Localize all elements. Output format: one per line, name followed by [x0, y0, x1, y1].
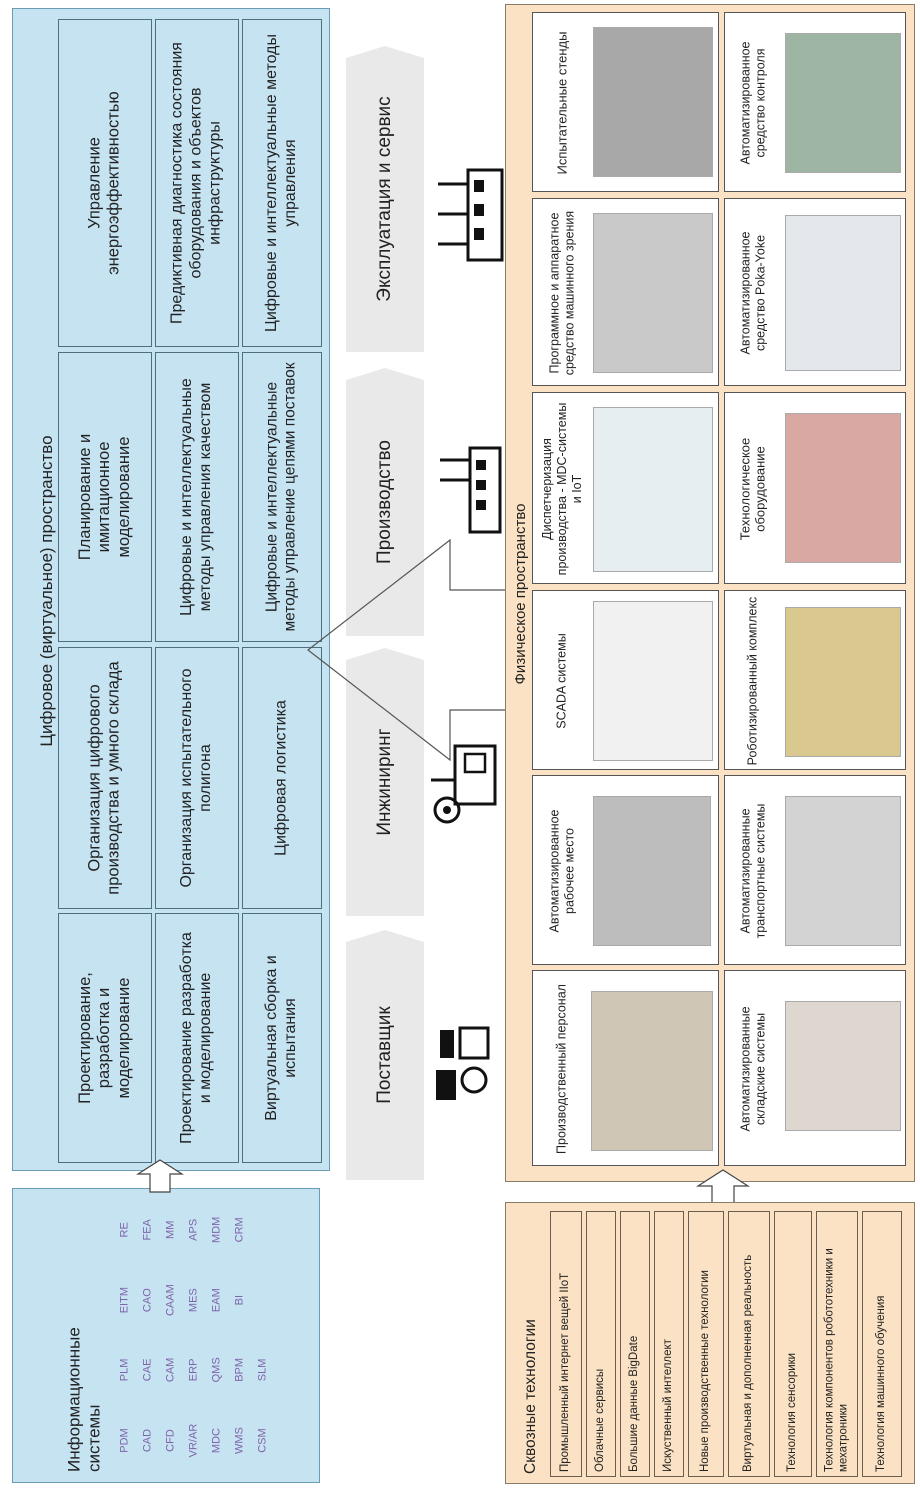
- scada-diagram: [593, 601, 713, 761]
- cross-tech-label: Новые производственные технологии: [699, 1270, 712, 1472]
- digital-cell-predictive: Предиктивная диагностика состояния обору…: [155, 19, 239, 347]
- info-systems-title: Информационные системы: [64, 1326, 104, 1472]
- digital-cell-energy: Управление энергоэффективностью: [58, 19, 152, 347]
- info-system-item: APS: [187, 1218, 200, 1241]
- tile-test-stands: Испытательные стенды: [532, 12, 719, 192]
- workstation-photo: [593, 796, 711, 946]
- tile-control-device: Автоматизированное средство контроля: [724, 12, 906, 192]
- control-device-photo: [785, 33, 901, 173]
- equipment-photo: [785, 413, 901, 563]
- info-system-item: EITM: [118, 1286, 131, 1313]
- warehouse-photo: [785, 1001, 901, 1131]
- info-system-item: BPM: [233, 1357, 246, 1382]
- info-system-item: VR/AR: [187, 1423, 200, 1457]
- info-system-item: CFD: [164, 1428, 177, 1452]
- tile-mdc: Диспетчеризация производства - MDC-систе…: [532, 392, 719, 584]
- tile-scada: SCADA системы: [532, 590, 719, 770]
- info-system-item: CAD: [141, 1428, 154, 1452]
- test-stands-photo: [593, 27, 713, 177]
- cross-tech-item: Искуственный интеллект: [654, 1211, 684, 1477]
- tile-machine-vision: Программное и аппаратное средство машинн…: [532, 198, 719, 386]
- cross-tech-label: Технология компонентов робототехники и м…: [823, 1248, 849, 1472]
- digital-cell-logistics: Цифровая логистика: [242, 647, 322, 909]
- cross-tech-title: Сквозные технологии: [521, 1319, 539, 1474]
- cross-tech-item: Большие данные BigDate: [620, 1211, 650, 1477]
- machine-vision-photo: [593, 213, 713, 373]
- info-system-item: MES: [187, 1287, 200, 1312]
- stage-production: Производство: [346, 368, 424, 636]
- cross-tech-item: Новые производственные технологии: [688, 1211, 724, 1477]
- digital-cell-design-2: Проектирование разработка и моделировани…: [155, 913, 239, 1163]
- digital-cell-design-1: Проектирование, разработка и моделирован…: [58, 913, 152, 1163]
- info-system-item: BI: [233, 1294, 246, 1305]
- info-system-item: CAE: [141, 1358, 154, 1381]
- digital-cell-quality: Цифровые и интеллектуальные методы управ…: [155, 352, 239, 642]
- cross-tech-item: Технология машинного обучения: [862, 1211, 902, 1477]
- info-system-item: QMS: [210, 1356, 223, 1382]
- info-system-item: CSM: [256, 1427, 269, 1453]
- production-link-arrow: [307, 538, 515, 762]
- cross-tech-label: Виртуальная и дополненная реальность: [742, 1254, 755, 1472]
- staff-photo: [591, 991, 713, 1151]
- digital-cell-smart-factory: Организация цифрового производства и умн…: [58, 647, 152, 909]
- digital-space-title: Цифровое (виртуальное) пространство: [36, 434, 56, 747]
- cross-tech-label: Технология сенсорики: [786, 1352, 799, 1472]
- cross-tech-item: Облачные сервисы: [586, 1211, 616, 1477]
- info-system-item: CAM: [164, 1357, 177, 1382]
- mdc-photo: [593, 407, 713, 572]
- cross-tech-label: Промышленный интернет вещей IIoT: [559, 1272, 572, 1472]
- info-systems-list: PDM PLM EITM RE CAD CAE CAO FEA CFD CAM CAAM MM VR/A…: [119, 1202, 270, 1472]
- cross-tech-item: Виртуальная и дополненная реальность: [728, 1211, 770, 1477]
- tile-transport: Автоматизированные транспортные системы: [724, 775, 906, 965]
- cross-tech-panel: Сквозные технологии Промышленный интерне…: [505, 1202, 915, 1484]
- cross-tech-label: Большие данные BigDate: [628, 1335, 641, 1472]
- operations-icon: [438, 168, 504, 262]
- stage-engineering: Инжиниринг: [346, 648, 424, 916]
- info-system-item: EAM: [210, 1287, 223, 1312]
- tile-staff: Производственный персонал: [532, 970, 719, 1166]
- cross-tech-label: Облачные сервисы: [594, 1368, 607, 1472]
- info-system-item: MDC: [210, 1427, 223, 1453]
- cross-tech-label: Технология машинного обучения: [875, 1295, 888, 1473]
- digital-space-panel: Цифровое (виртуальное) пространство Упра…: [12, 8, 330, 1171]
- robot-photo: [785, 607, 901, 757]
- digital-cell-control-methods: Цифровые и интеллектуальные методы управ…: [242, 19, 322, 347]
- info-system-item: PDM: [118, 1427, 131, 1453]
- info-systems-panel: Информационные системы PDM PLM EITM RE CAD CA…: [12, 1188, 320, 1483]
- digital-cell-supply-chain: Цифровые и интеллектуальные методы управ…: [242, 352, 322, 642]
- tile-equipment: Технологическое оборудование: [724, 392, 906, 584]
- physical-space-title: Физическое пространство: [512, 503, 530, 685]
- digital-cell-test-ground: Организация испытательного полигона: [155, 647, 239, 909]
- info-system-item: PLM: [118, 1358, 131, 1381]
- info-to-digital-arrow: [135, 1159, 185, 1193]
- info-system-item: RE: [118, 1221, 131, 1237]
- cross-tech-item: Промышленный интернет вещей IIoT: [550, 1211, 582, 1477]
- info-system-item: ERP: [187, 1358, 200, 1381]
- supplier-icon: [436, 1026, 490, 1100]
- cross-tech-item: Технология компонентов робототехники и м…: [816, 1211, 858, 1477]
- info-system-item: CAO: [141, 1287, 154, 1312]
- info-system-item: SLM: [256, 1358, 269, 1381]
- info-system-item: WMS: [233, 1426, 246, 1454]
- stage-operation: Эксплуатация и сервис: [346, 46, 424, 352]
- stage-supplier: Поставщик: [346, 930, 424, 1180]
- info-system-item: MDM: [210, 1216, 223, 1243]
- info-system-item: MM: [164, 1220, 177, 1239]
- info-system-item: CRM: [233, 1216, 246, 1242]
- digital-cell-virtual-assembly: Виртуальная сборка и испытания: [242, 913, 322, 1163]
- info-system-item: FEA: [141, 1218, 154, 1240]
- tile-warehouse: Автоматизированные складские системы: [724, 970, 906, 1166]
- cross-tech-label: Искуственный интеллект: [662, 1339, 675, 1472]
- tile-poka-yoke: Автоматизированное средство Poka-Yoke: [724, 198, 906, 386]
- poka-yoke-photo: [785, 215, 901, 371]
- tile-robot: Роботизированный комплекс: [724, 590, 906, 770]
- tile-workstation: Автоматизированное рабочее место: [532, 775, 719, 965]
- engineering-icon: [431, 744, 497, 824]
- cross-tech-item: Технология сенсорики: [774, 1211, 812, 1477]
- info-system-item: CAAM: [164, 1283, 177, 1316]
- factory-icon: [440, 446, 502, 534]
- transport-photo: [785, 796, 901, 946]
- digital-cell-planning: Планирование и имитационное моделировани…: [58, 352, 152, 642]
